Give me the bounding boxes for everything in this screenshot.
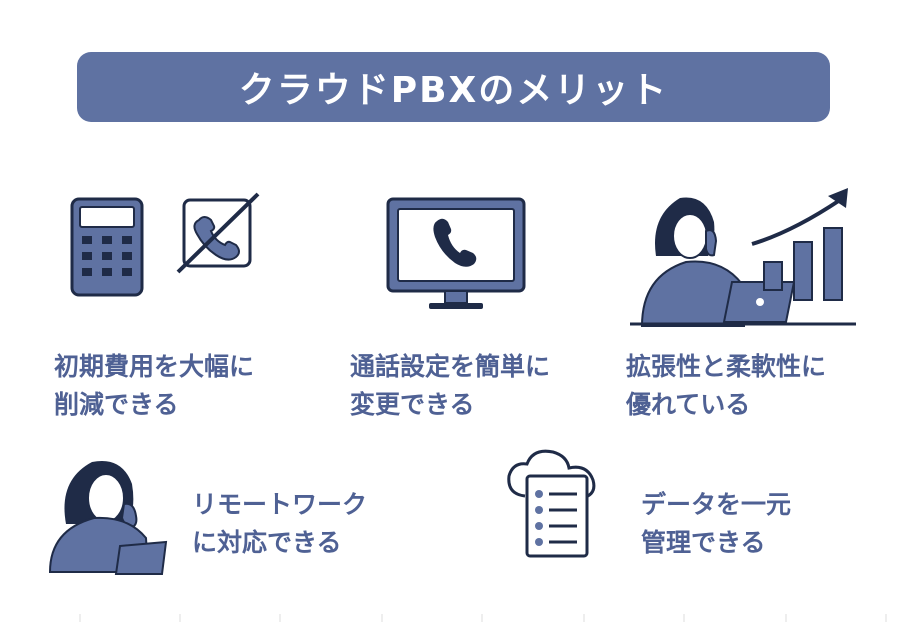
merit-label-settings: 通話設定を簡単に 変更できる: [350, 352, 551, 419]
merit-label-cost: 初期費用を大幅に 削減できる: [54, 352, 255, 419]
monitor-phone-icon: [386, 197, 526, 309]
no-phone-icon: [176, 192, 260, 274]
merit-label-scalability: 拡張性と柔軟性に 優れている: [626, 352, 827, 419]
merit-label-remote: リモートワーク に対応できる: [192, 490, 368, 557]
calculator-icon: [70, 197, 144, 297]
cloud-data-list-icon: [507, 449, 596, 558]
merit-label-data: データを一元 管理できる: [641, 490, 792, 557]
bottom-divider: [79, 614, 887, 622]
title-banner: クラウドPBXのメリット: [77, 52, 830, 122]
woman-laptop-growth-chart-icon: [630, 188, 856, 327]
page-title: クラウドPBXのメリット: [238, 70, 669, 111]
woman-phone-laptop-icon: [48, 460, 168, 575]
